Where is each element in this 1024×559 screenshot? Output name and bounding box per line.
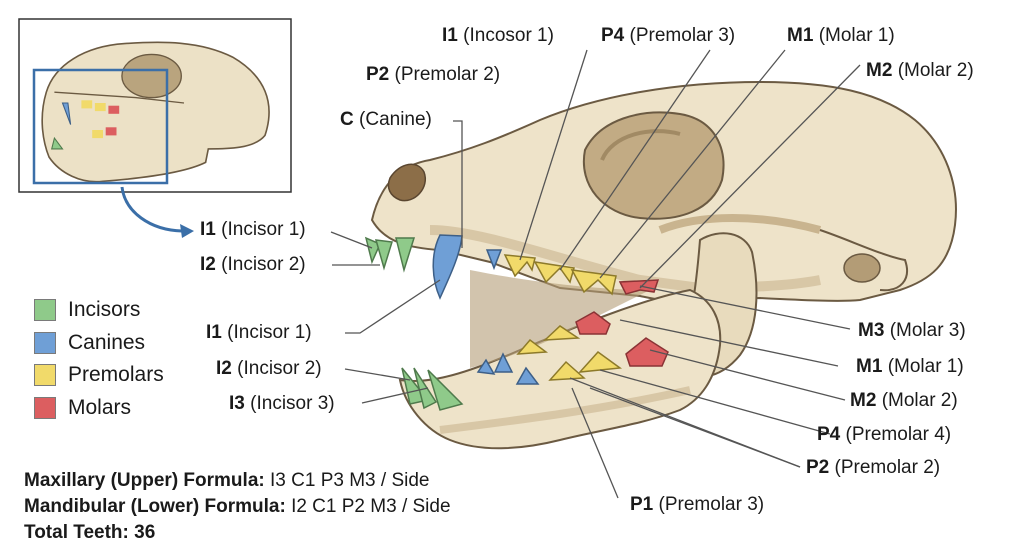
swatch-premolars: [34, 364, 56, 387]
label-canine: C (Canine): [340, 109, 432, 130]
callout-arrow: [120, 186, 183, 233]
legend: Incisors Canines Premolars Molars: [34, 294, 164, 424]
label-right-m1: M1 (Molar 1): [856, 356, 964, 377]
lower-teeth: [401, 311, 669, 411]
dental-formula: Maxillary (Upper) Formula: I3 C1 P3 M3 /…: [24, 468, 451, 546]
total-teeth: Total Teeth: 36: [24, 522, 156, 543]
leader-lines: [330, 49, 861, 499]
label-top-p4: P4 (Premolar 3): [601, 25, 736, 46]
label-right-p2: P2 (Premolar 2): [806, 457, 941, 478]
label-lower-i1: I1 (Incisor 1): [206, 322, 312, 343]
label-lower-i3: I3 (Incisor 3): [229, 393, 335, 414]
skull-main: [370, 80, 957, 450]
inset-thumbnail: [18, 18, 292, 193]
arrow-head-icon: [180, 224, 194, 238]
label-right-m2: M2 (Molar 2): [850, 390, 958, 411]
label-lower-i2: I2 (Incisor 2): [216, 358, 322, 379]
swatch-molars: [34, 396, 56, 419]
label-top-m2: M2 (Molar 2): [866, 60, 974, 81]
label-upper-i1: I1 (Incisor 1): [200, 219, 306, 240]
legend-item-incisors: Incisors: [34, 294, 164, 327]
label-top-p2: P2 (Premolar 2): [366, 64, 501, 85]
mandibular-formula: Mandibular (Lower) Formula: I2 C1 P2 M3 …: [24, 496, 451, 517]
label-bottom-p1: P1 (Premolar 3): [630, 494, 765, 515]
legend-item-premolars: Premolars: [34, 359, 164, 392]
maxillary-formula: Maxillary (Upper) Formula: I3 C1 P3 M3 /…: [24, 470, 430, 491]
swatch-incisors: [34, 299, 56, 322]
label-upper-i2: I2 (Incisor 2): [200, 254, 306, 275]
swatch-canines: [34, 331, 56, 354]
legend-item-canines: Canines: [34, 327, 164, 360]
legend-item-molars: Molars: [34, 392, 164, 425]
upper-teeth: [364, 234, 660, 300]
label-top-i1: I1 (Incosor 1): [442, 25, 554, 46]
label-right-p4: P4 (Premolar 4): [817, 424, 952, 445]
label-top-m1: M1 (Molar 1): [787, 25, 895, 46]
label-right-m3: M3 (Molar 3): [858, 320, 966, 341]
